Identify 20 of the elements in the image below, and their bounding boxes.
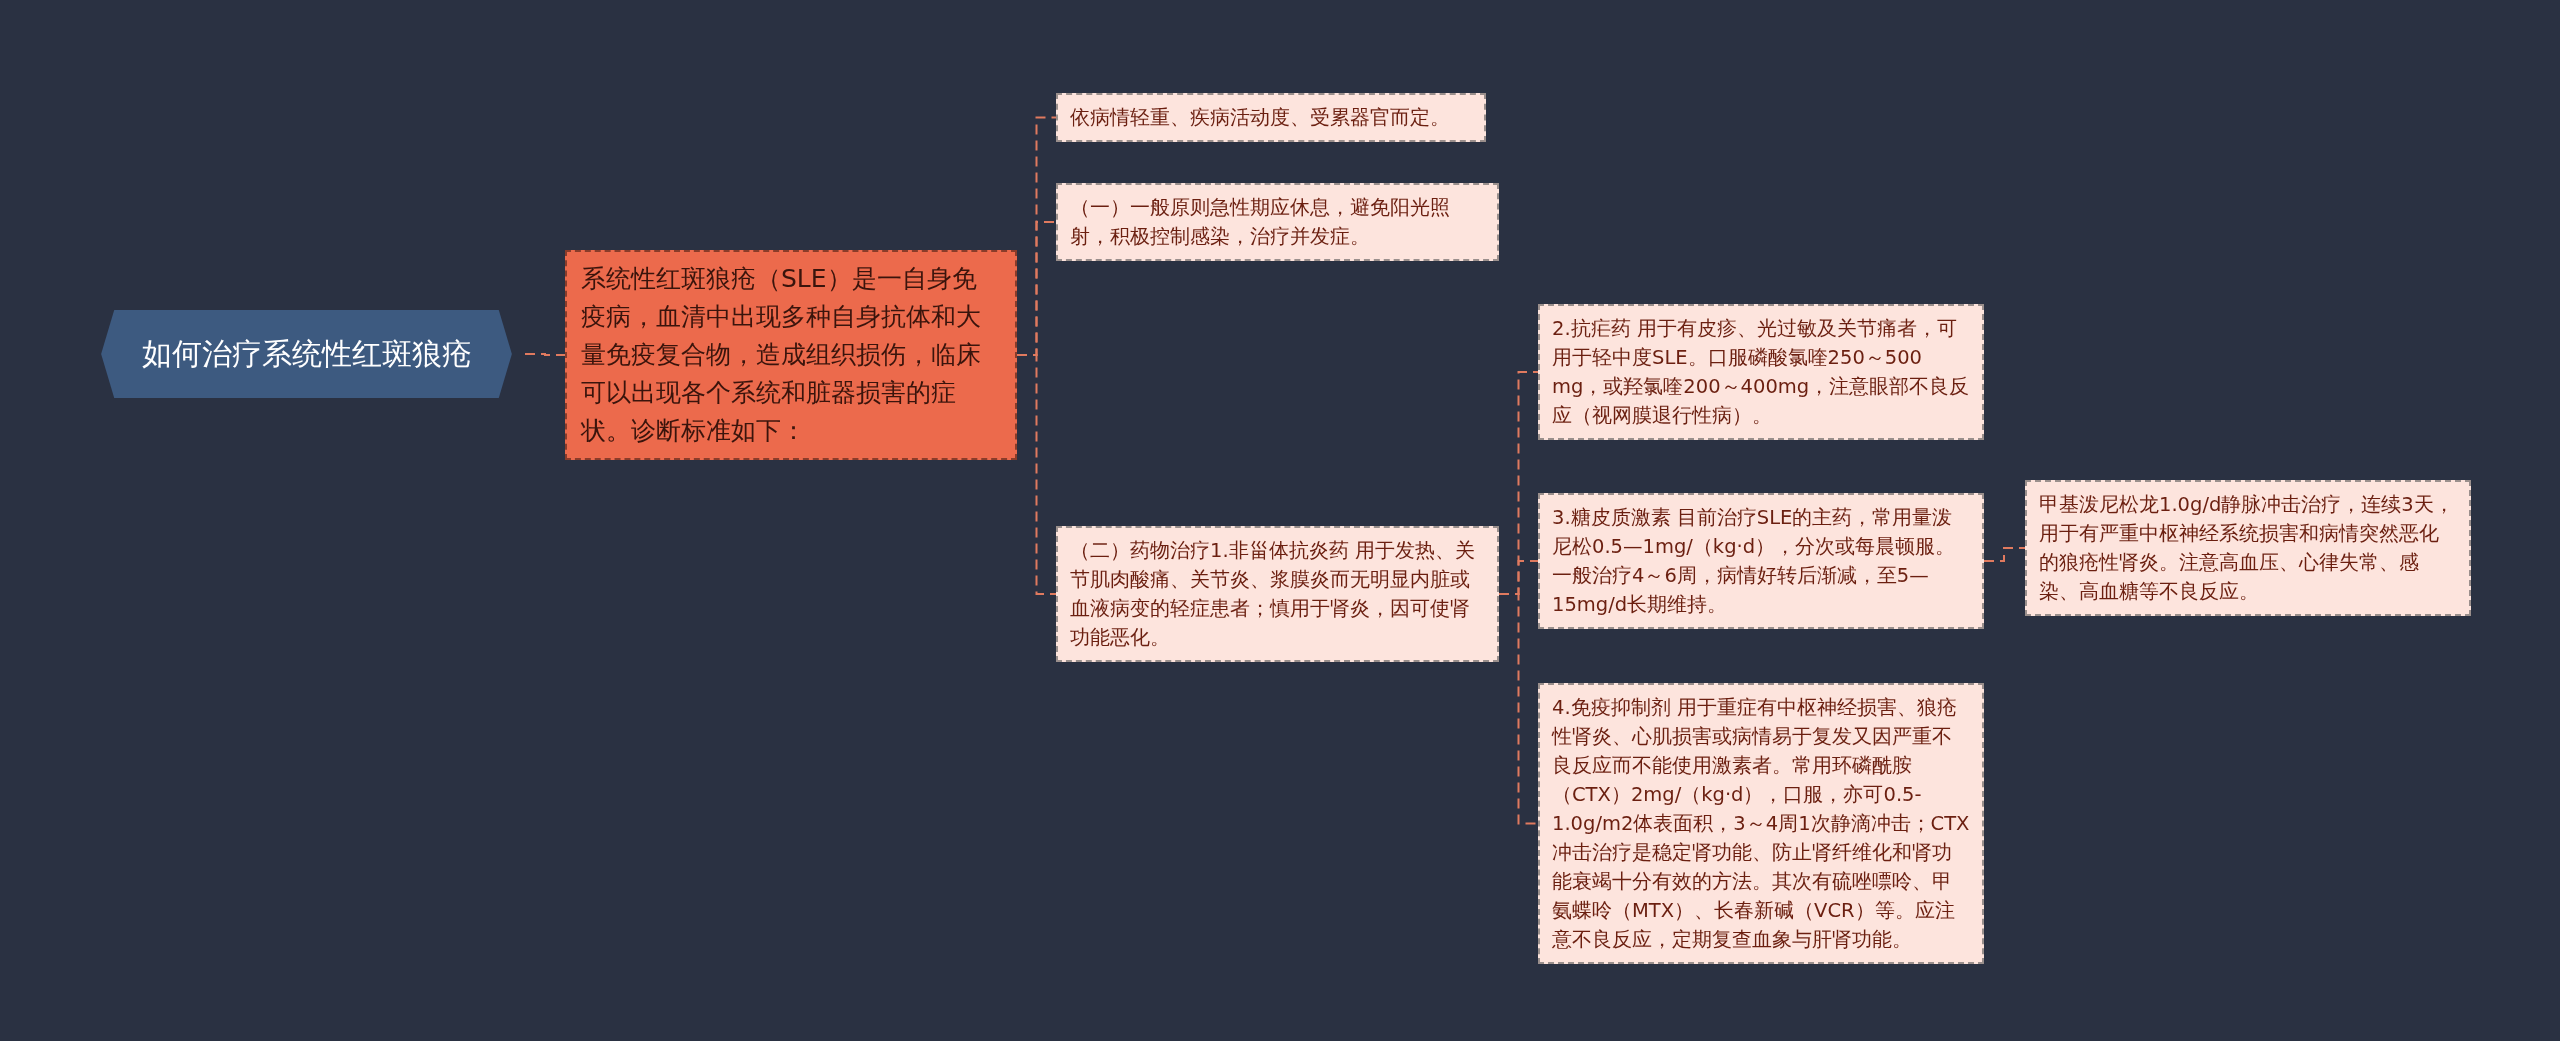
note-text: 依病情轻重、疾病活动度、受累器官而定。 [1070, 105, 1451, 131]
note-text: 甲基泼尼松龙1.0g/d静脉冲击治疗，连续3天，用于有严重中枢神经系统损害和病情突然恶化的狼疮性肾炎。注意高血压、心律失常、感染、高血糖等不良反应。 [2039, 492, 2455, 605]
note-text: （一）一般原则急性期应休息，避免阳光照射，积极控制感染，治疗并发症。 [1070, 195, 1451, 250]
note-text: 2.抗疟药 用于有皮疹、光过敏及关节痛者，可用于轻中度SLE。口服磷酸氯喹250～500 mg，或羟氯喹200～400mg，注意眼部不良反应（视网膜退行性病）。 [1552, 316, 1970, 429]
subtopic-box [565, 250, 1017, 460]
note-box [1056, 183, 1499, 261]
connector-line [1016, 354, 1057, 595]
note-text: 3.糖皮质激素 目前治疗SLE的主药，常用量泼尼松0.5—1mg/（kg·d），分次或每晨顿服。一般治疗4～6周，病情好转后渐减，至5—15mg/d长期维持。 [1552, 505, 1957, 618]
connector-line [1983, 547, 2026, 562]
connector-line [1498, 593, 1539, 825]
connector-line [524, 353, 566, 356]
note-box [1538, 304, 1984, 440]
note-box [1056, 526, 1499, 662]
topic-title: 如何治疗系统性红斑狼疮 [141, 334, 472, 373]
note-text: （二）药物治疗1.非甾体抗炎药 用于发热、关节肌肉酸痛、关节炎、浆膜炎而无明显内脏或血液病变的轻症患者；慎用于肾炎，因可使肾功能恶化。 [1070, 538, 1476, 651]
note-box [1538, 493, 1984, 629]
note-box [1056, 93, 1486, 142]
note-text: 4.免疫抑制剂 用于重症有中枢神经损害、狼疮性肾炎、心肌损害或病情易于复发又因严重不良反应而不能使用激素者。常用环磷酰胺（CTX）2mg/（kg·d），口服，亦可0.5-1.0g/m2体表面积，3～4周1次静滴冲击；CTX冲击治疗是稳定肾功能、防止肾纤维化和肾功能衰竭十分有效的方法。其次有硫唑嘌呤、甲氨蝶呤（MTX）、长春新碱（VCR）等。应注意不良反应，定期复查血象与肝肾功能。 [1552, 695, 1970, 953]
note-box [2025, 480, 2471, 616]
note-text: 系统性红斑狼疮（SLE）是一自身免疫病，血清中出现多种自身抗体和大量免疫复合物，造成组织损伤，临床可以出现各个系统和脏器损害的症状。诊断标准如下： [581, 263, 982, 447]
